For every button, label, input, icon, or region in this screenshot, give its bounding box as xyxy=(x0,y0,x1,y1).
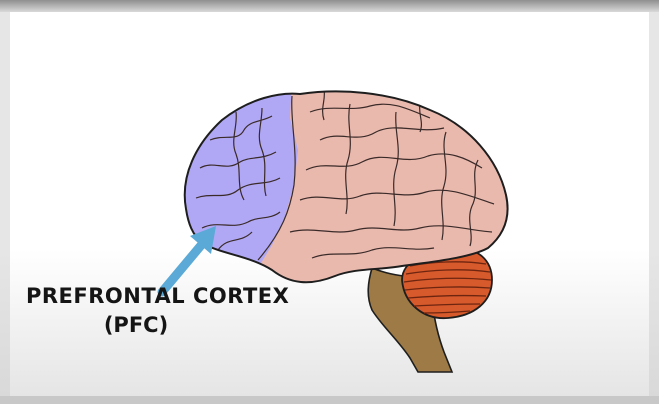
pointer-arrow-icon xyxy=(162,226,216,292)
prefrontal-cortex-label: PREFRONTAL CORTEX (PFC) xyxy=(26,286,296,336)
label-line-1: PREFRONTAL CORTEX xyxy=(26,286,296,307)
label-line-2: (PFC) xyxy=(0,315,296,336)
cerebrum xyxy=(170,80,508,282)
bottom-edge xyxy=(0,396,659,404)
